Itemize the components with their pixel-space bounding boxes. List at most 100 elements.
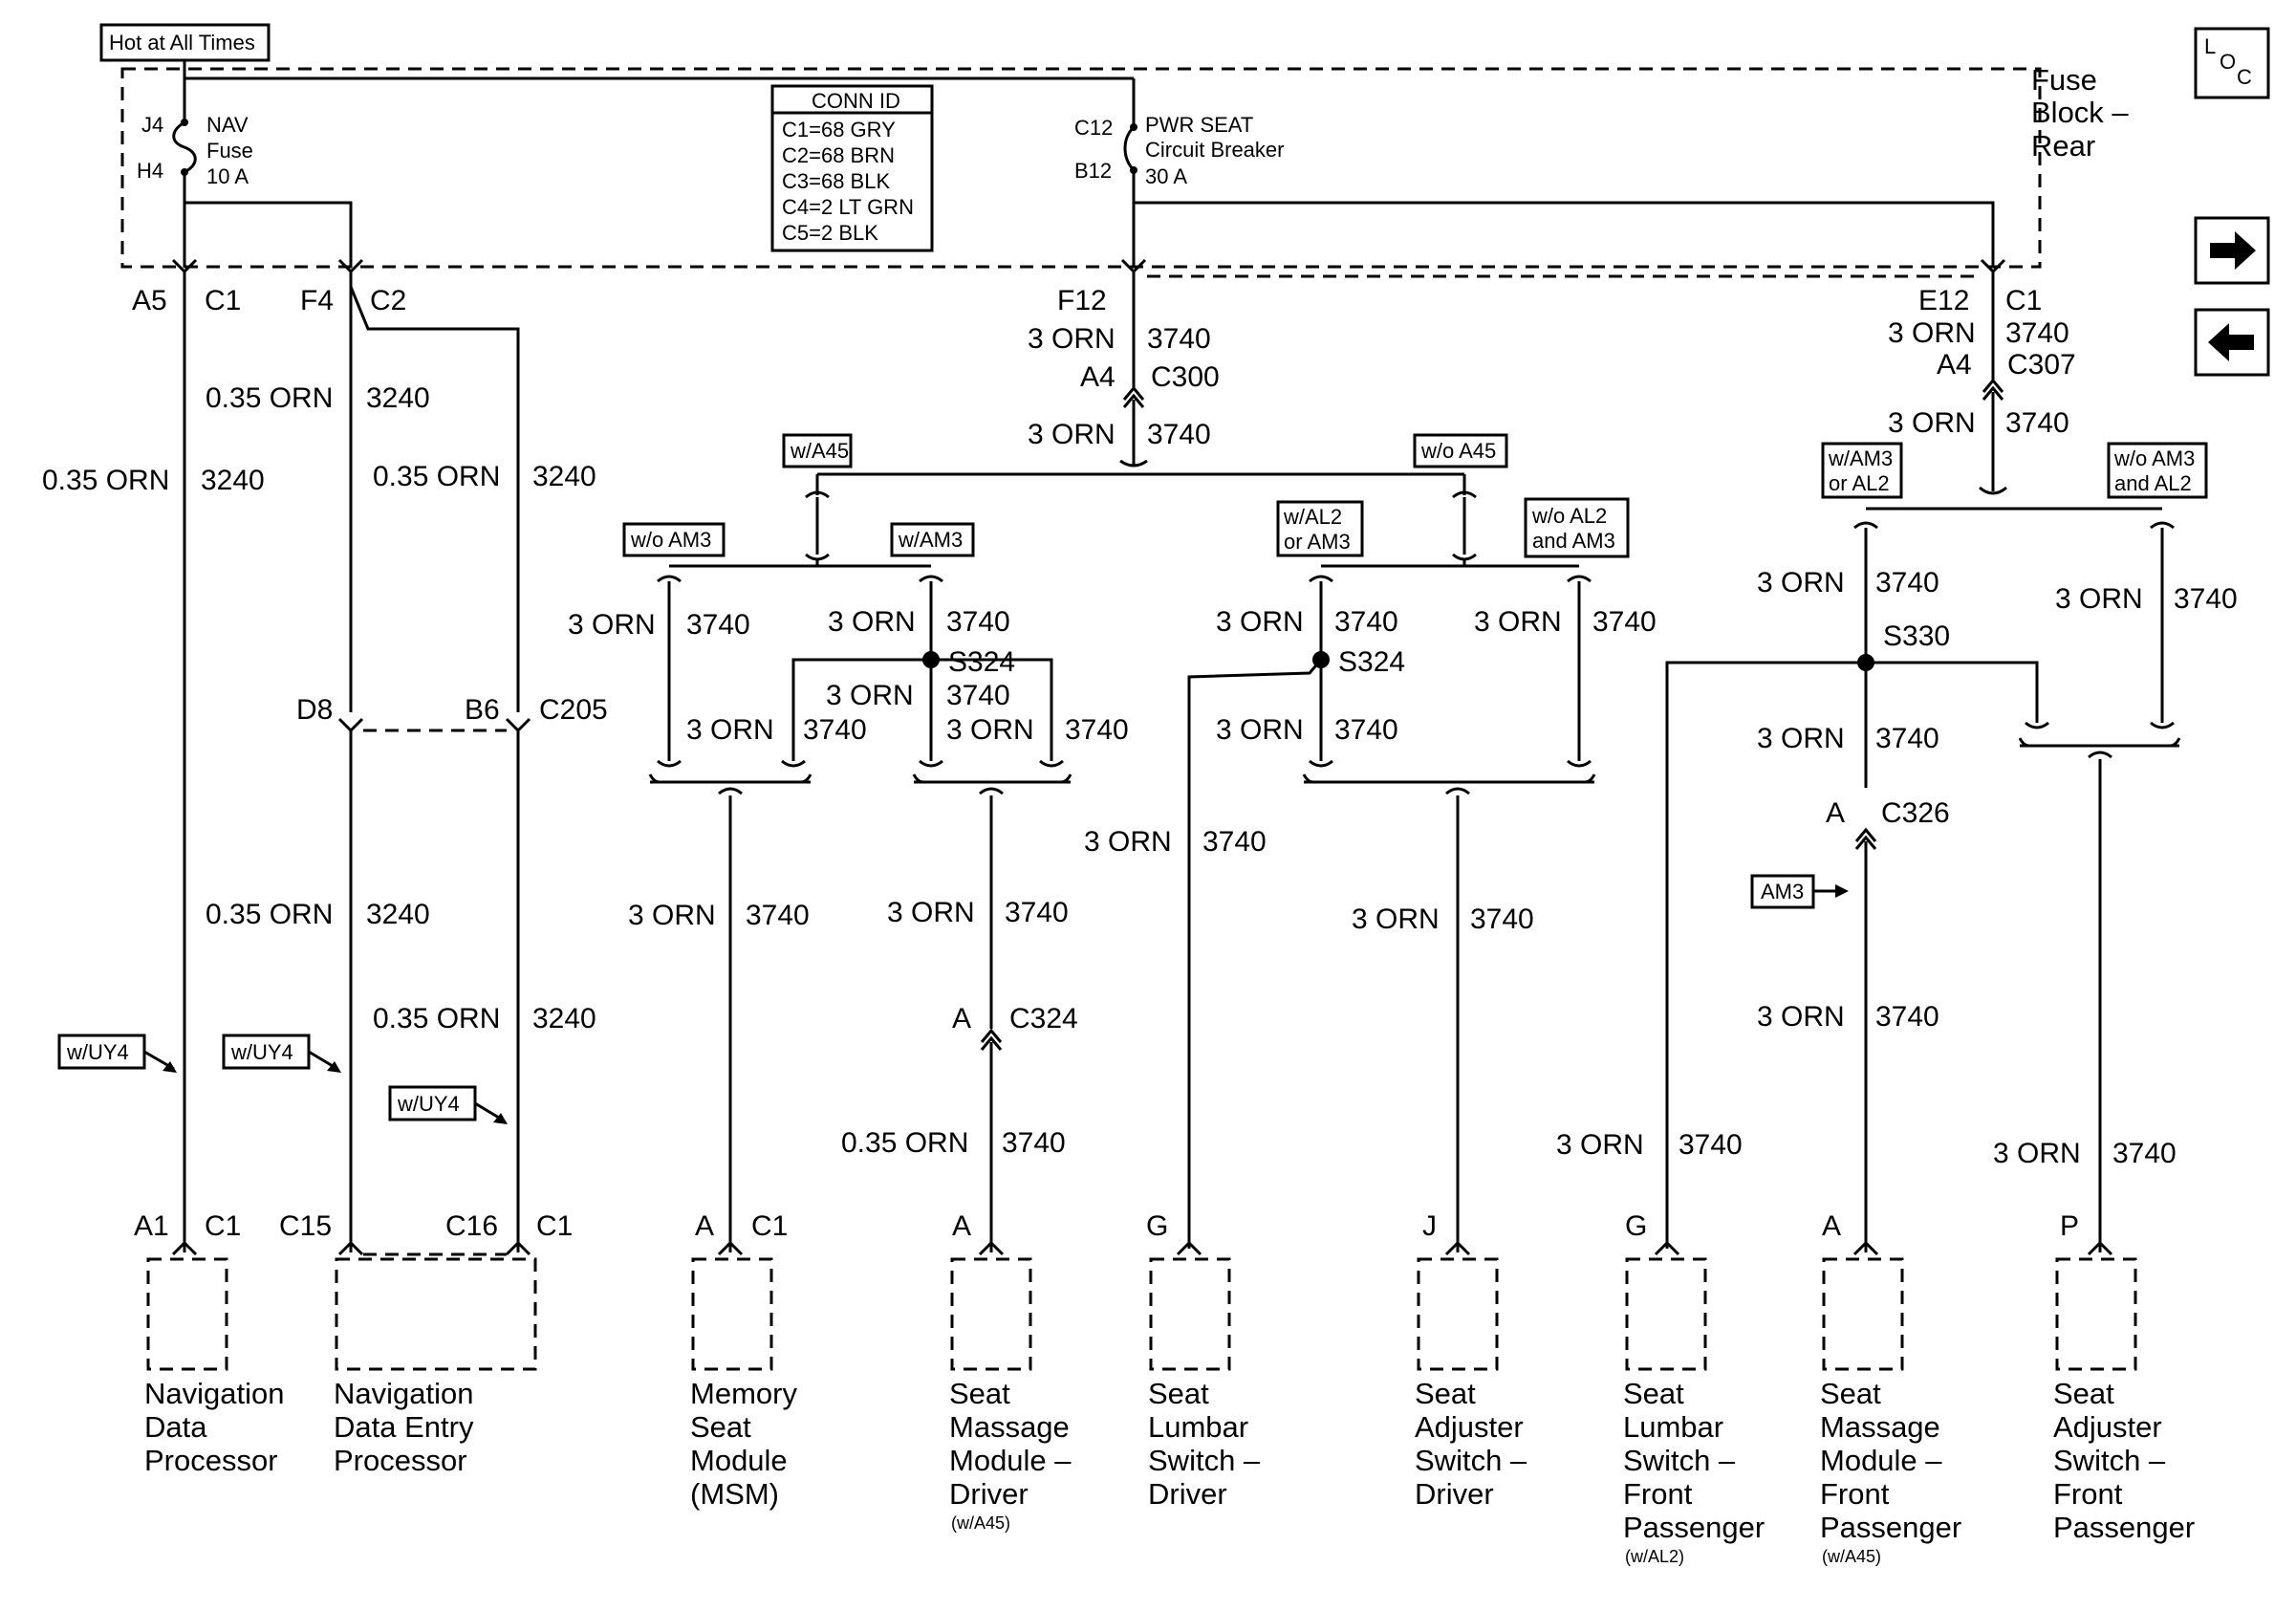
label-wire-c3740: 3740 — [2005, 317, 2069, 349]
seat-massage-driver-label: Seat Massage Module – Driver (w/A45) — [949, 1377, 1072, 1533]
conn-id-table: CONN ID C1=68 GRY C2=68 BRN C3=68 BLK C4… — [770, 84, 934, 252]
label-options-wuy4: w/UY4 — [230, 1040, 293, 1064]
label-options-am3: AM3 — [1761, 880, 1804, 903]
seat-lumbar-passenger-box — [1625, 1257, 1707, 1371]
wam3-or-al2-option: w/AM3 or AL2 — [1821, 442, 1903, 499]
label-wire-orn3: 3 ORN — [1028, 419, 1116, 450]
label-wire-orn3: 3 ORN — [686, 714, 774, 746]
label-labels-c16: C16 — [445, 1210, 498, 1242]
label-wire-c3740: 3740 — [1875, 723, 1939, 754]
memory-seat-module-label: Memory Seat Module (MSM) — [690, 1377, 797, 1511]
label-nav-fuse-line2: Fuse — [206, 139, 253, 163]
label-wire-c3740: 3740 — [1334, 714, 1398, 746]
label-conn-id-rows-2: C3=68 BLK — [782, 169, 890, 193]
label-nav-fuse-pin-bottom: H4 — [137, 159, 163, 183]
label-labels-c300: C300 — [1151, 361, 1220, 393]
label-wire-c3240: 3240 — [366, 382, 430, 414]
label-components-slp-note: (w/AL2) — [1625, 1547, 1684, 1566]
label-options-woa45: w/o A45 — [1420, 439, 1496, 463]
label-labels-c326: C326 — [1881, 797, 1950, 829]
label-nav-fuse-pin-top: J4 — [141, 113, 163, 137]
prev-page-button[interactable] — [2194, 308, 2270, 377]
label-conn-id-rows-0: C1=68 GRY — [782, 118, 896, 142]
label-wire-orn3: 3 ORN — [628, 900, 716, 931]
label-conn-id-rows-1: C2=68 BRN — [782, 143, 895, 167]
label-components-msm-2: Module — [690, 1444, 788, 1477]
fuse-block-title-1: Fuse — [2031, 63, 2097, 97]
label-components-slp-3: Front — [1623, 1477, 1693, 1511]
label-components-ndp-0: Navigation — [144, 1377, 284, 1410]
label-wire-orn3: 3 ORN — [568, 609, 656, 641]
label-loc-icon-o: O — [2220, 50, 2236, 74]
navigation-data-processor-label: Navigation Data Processor — [144, 1377, 284, 1477]
loc-icon[interactable]: L O C — [2194, 27, 2270, 99]
label-components-smd-3: Driver — [949, 1477, 1029, 1511]
label-wire-c3240: 3240 — [532, 461, 596, 492]
label-labels-s324: S324 — [948, 646, 1015, 678]
label-components-sld-1: Lumbar — [1148, 1410, 1248, 1444]
circuit-breaker-symbol — [1123, 125, 1136, 172]
label-wire-orn035: 0.35 ORN — [42, 465, 169, 496]
label-components-sap-2: Switch – — [2053, 1444, 2166, 1477]
label-options-woal2andam3-2: and AM3 — [1532, 529, 1615, 553]
label-components-slp-1: Lumbar — [1623, 1410, 1723, 1444]
label-wire-orn035: 0.35 ORN — [373, 461, 500, 492]
label-labels-f12: F12 — [1057, 285, 1107, 316]
label-labels-a1: A1 — [134, 1210, 169, 1242]
label-labels-a4: A4 — [1937, 349, 1972, 381]
label-options-wam3oral2-2: or AL2 — [1829, 471, 1890, 495]
label-wire-orn3: 3 ORN — [1352, 903, 1440, 935]
label-breaker-pin-bottom: B12 — [1074, 159, 1112, 183]
label-wire-orn3: 3 ORN — [826, 680, 914, 711]
label-labels-c205: C205 — [539, 694, 608, 726]
label-components-sap-0: Seat — [2053, 1377, 2114, 1410]
label-labels-e12: E12 — [1918, 285, 1969, 316]
label-wire-c3240: 3240 — [532, 1003, 596, 1034]
wuy4-callout-3: w/UY4 — [388, 1085, 508, 1124]
label-components-msm-3: (MSM) — [690, 1477, 779, 1511]
label-components-sld-2: Switch – — [1148, 1444, 1261, 1477]
label-wire-c3740: 3740 — [2174, 583, 2238, 615]
label-wire-orn3: 3 ORN — [1993, 1138, 2081, 1169]
label-wire-orn3: 3 ORN — [1757, 567, 1845, 599]
label-labels-a: A — [695, 1210, 714, 1242]
label-wire-c3740: 3740 — [1002, 1127, 1066, 1159]
label-options-woam3andal2-1: w/o AM3 — [2113, 446, 2195, 470]
label-wire-orn3: 3 ORN — [887, 897, 975, 928]
label-options-wa45: w/A45 — [790, 439, 849, 463]
next-page-button[interactable] — [2194, 216, 2270, 285]
seat-lumbar-driver-label: Seat Lumbar Switch – Driver — [1148, 1377, 1261, 1511]
label-components-smp-0: Seat — [1820, 1377, 1881, 1410]
label-labels-c1: C1 — [205, 285, 241, 316]
label-components-smp-3: Front — [1820, 1477, 1890, 1511]
label-components-smd-0: Seat — [949, 1377, 1010, 1410]
label-options-wal2oram3-2: or AM3 — [1284, 530, 1351, 554]
fuse-block-box — [120, 67, 2042, 269]
seat-massage-driver-box — [950, 1257, 1032, 1371]
label-components-msm-0: Memory — [690, 1377, 797, 1410]
label-wire-c3240: 3240 — [366, 899, 430, 930]
label-wire-orn3: 3 ORN — [2055, 583, 2143, 615]
label-options-woam3: w/o AM3 — [630, 528, 711, 552]
seat-adjuster-driver-box — [1417, 1257, 1499, 1371]
label-components-sad-0: Seat — [1415, 1377, 1476, 1410]
label-components-msm-1: Seat — [690, 1410, 751, 1444]
label-labels-f4: F4 — [300, 285, 334, 316]
label-components-ndep-0: Navigation — [334, 1377, 473, 1410]
nav-fuse-symbol — [172, 120, 197, 174]
memory-seat-module-box — [691, 1257, 773, 1371]
label-wire-orn3: 3 ORN — [1757, 1001, 1845, 1033]
label-labels-d8: D8 — [296, 694, 333, 726]
woam3-and-al2-option: w/o AM3 and AL2 — [2107, 442, 2208, 499]
label-conn-id-rows-3: C4=2 LT GRN — [782, 195, 914, 219]
woam3-option: w/o AM3 — [622, 522, 726, 557]
label-components-ndep-1: Data Entry — [334, 1410, 474, 1444]
label-labels-a: A — [1826, 797, 1845, 829]
label-labels-s324: S324 — [1338, 646, 1405, 678]
label-nav-fuse-line3: 10 A — [206, 164, 249, 188]
label-wire-c3740: 3740 — [2112, 1138, 2177, 1169]
label-wire-orn3: 3 ORN — [1888, 317, 1976, 349]
label-wire-orn3: 3 ORN — [1028, 323, 1116, 355]
label-wire-c3740: 3740 — [1875, 1001, 1939, 1033]
